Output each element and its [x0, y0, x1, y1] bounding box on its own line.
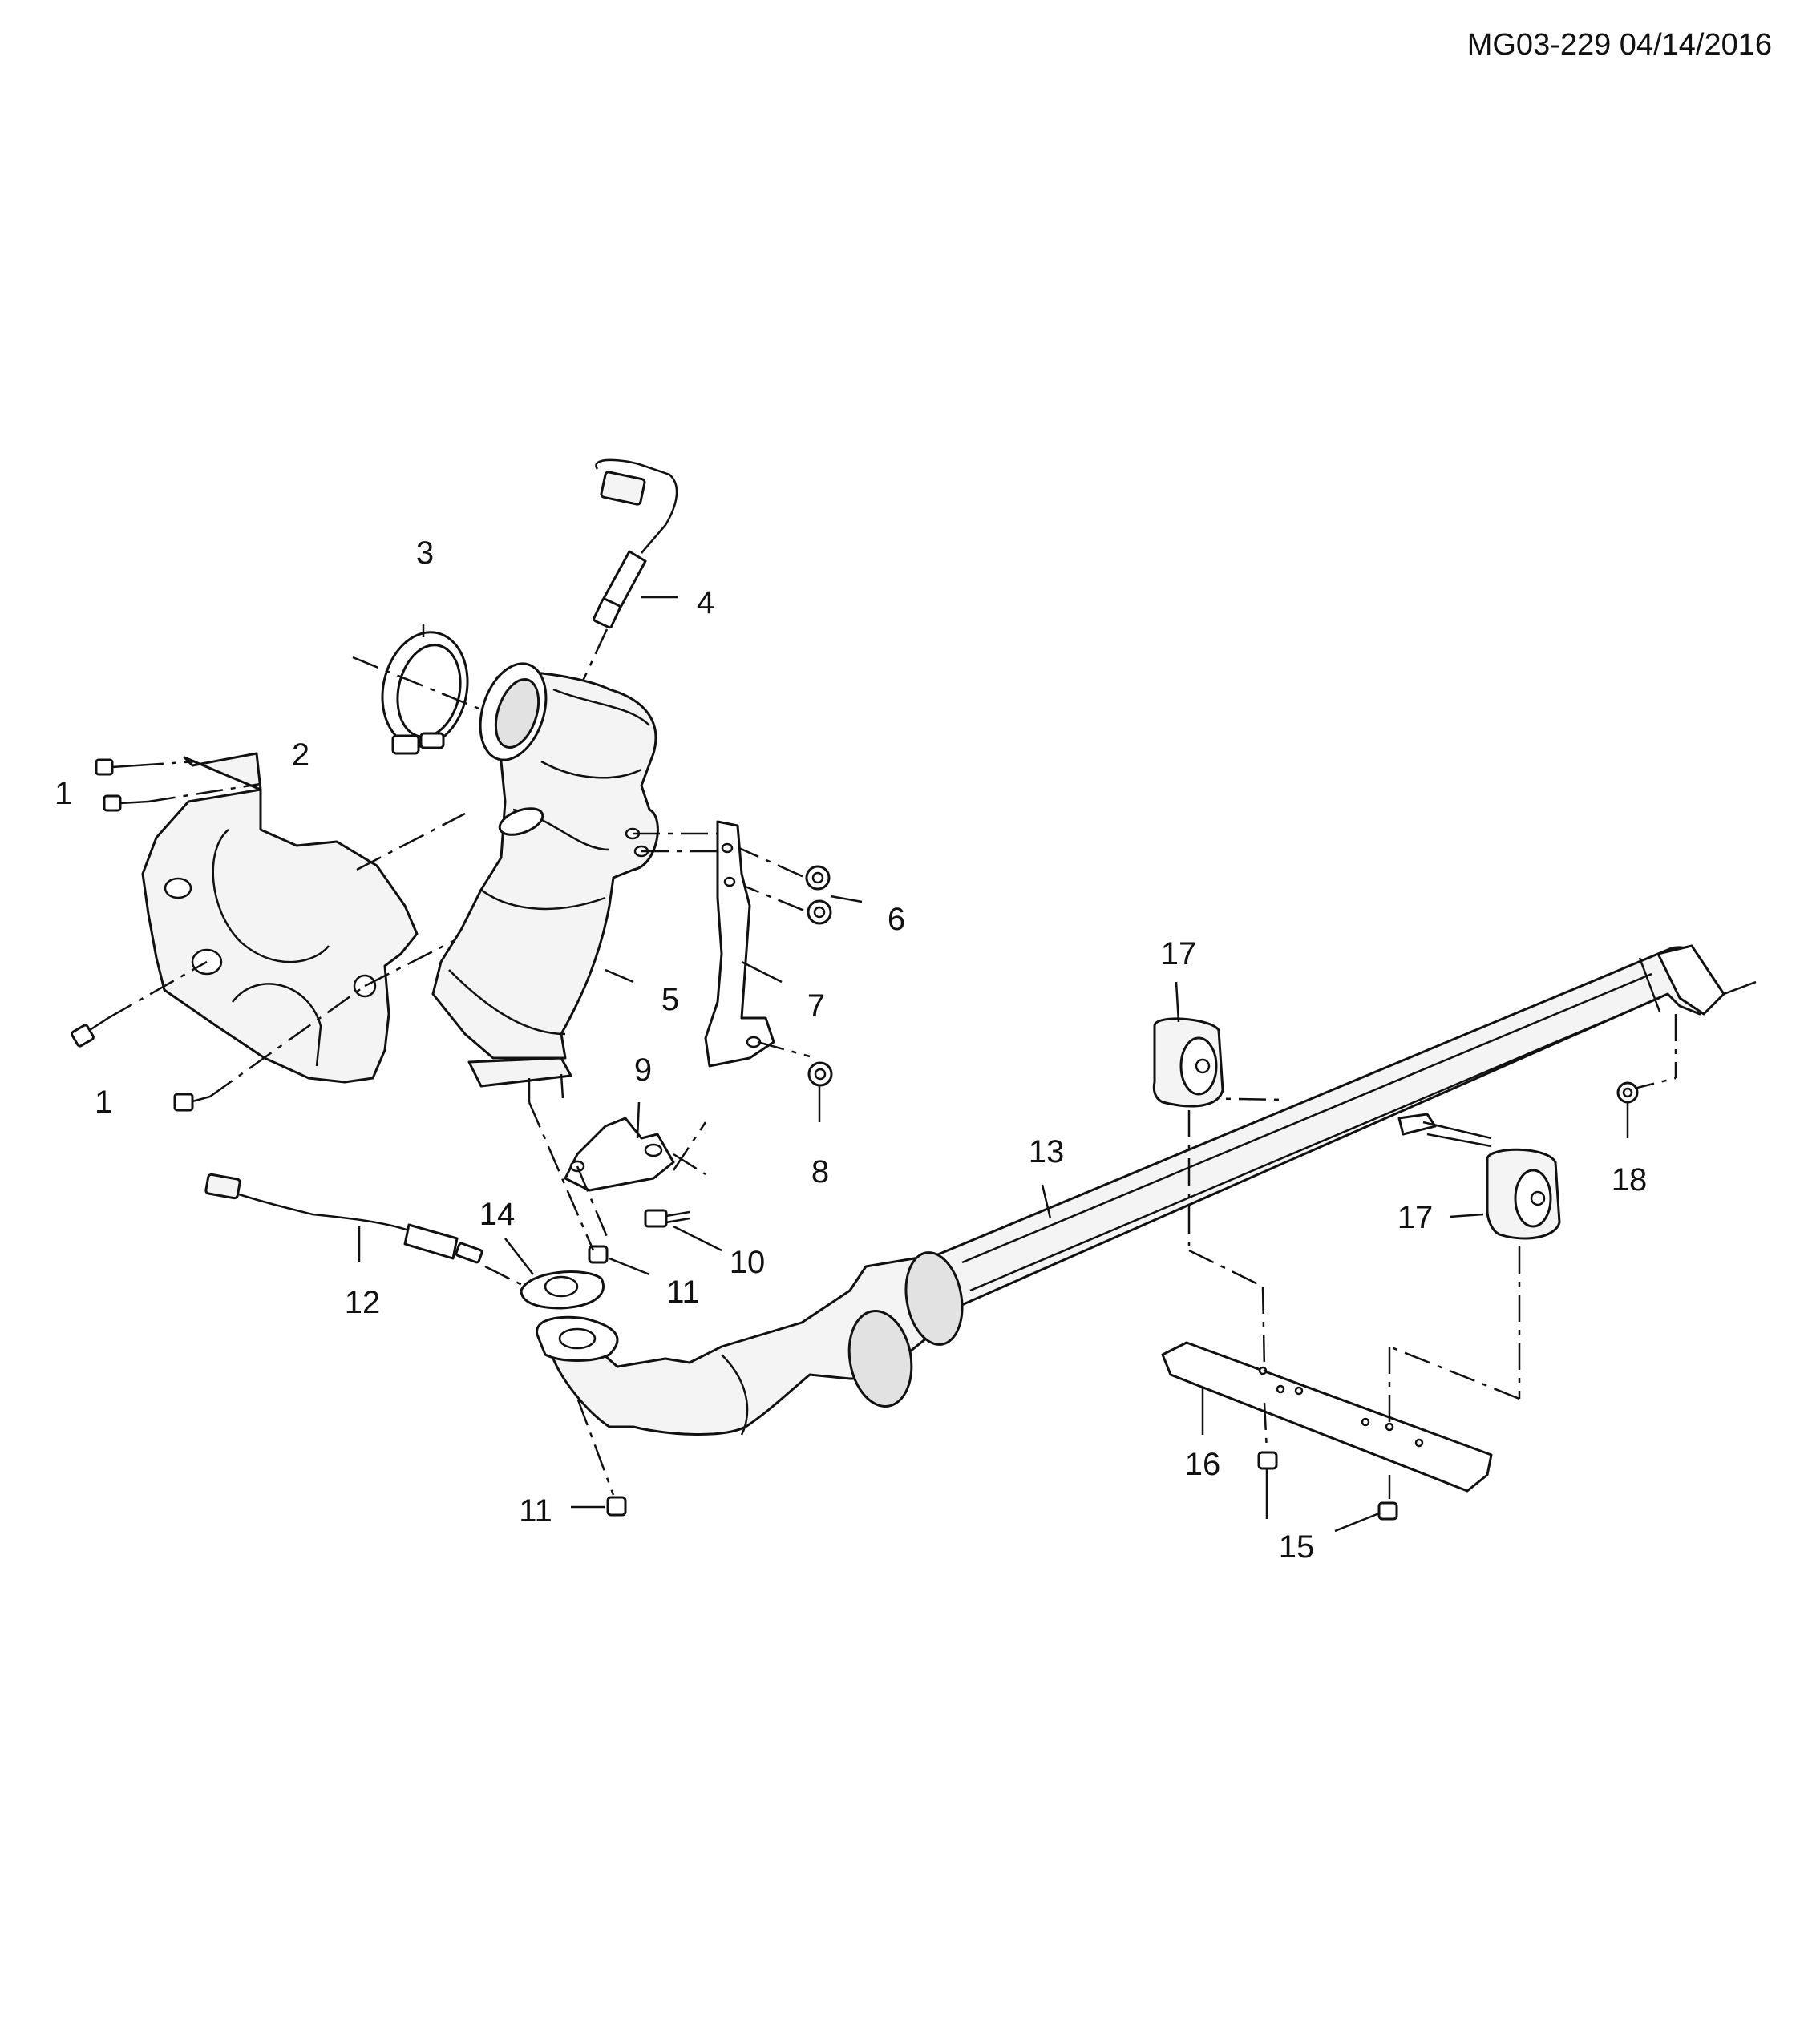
callout-2: 2 — [292, 737, 309, 773]
nut-8 — [807, 1061, 833, 1122]
upstream-oxygen-sensor — [593, 458, 678, 629]
callout-3: 3 — [416, 535, 434, 571]
exhaust-manifold-converter — [431, 662, 659, 1102]
diagram-reference: MG03-229 04/14/2016 — [1467, 28, 1772, 62]
callout-11-upper: 11 — [666, 1274, 700, 1310]
callout-10: 10 — [730, 1245, 766, 1280]
bolt-10 — [644, 1209, 722, 1252]
callout-16: 16 — [1185, 1447, 1221, 1482]
exhaust-pipe — [536, 944, 1757, 1436]
nut-6-upper — [805, 865, 831, 891]
hanger-17-upper — [1152, 981, 1224, 1108]
callout-14: 14 — [479, 1197, 516, 1232]
heat-shield — [141, 752, 419, 1084]
flange-gasket — [504, 1238, 605, 1310]
callout-5: 5 — [661, 982, 679, 1017]
exhaust-clamp — [381, 624, 469, 755]
nut-18 — [1616, 1081, 1639, 1138]
callout-6: 6 — [888, 902, 905, 937]
nut-6-lower — [807, 895, 863, 925]
nut-15-left — [1257, 1451, 1278, 1470]
callout-17-upper: 17 — [1161, 936, 1197, 972]
callout-18: 18 — [1612, 1162, 1648, 1198]
callout-4: 4 — [697, 585, 714, 620]
callout-17-lower: 17 — [1397, 1200, 1434, 1235]
callout-1-lower: 1 — [95, 1085, 112, 1120]
callout-12: 12 — [345, 1285, 381, 1320]
nut-11-upper — [588, 1245, 650, 1276]
callout-1-upper: 1 — [55, 776, 72, 811]
callout-8: 8 — [811, 1154, 829, 1190]
hanger-17-lower — [1449, 1148, 1561, 1240]
support-bracket — [704, 820, 783, 1068]
callout-15: 15 — [1279, 1529, 1315, 1565]
bolt-1-upper-a — [95, 758, 137, 776]
callout-13: 13 — [1029, 1134, 1065, 1169]
bolt-1-lower-b — [173, 1093, 211, 1112]
pipe-bracket — [564, 1101, 675, 1192]
callout-11-lower: 11 — [519, 1493, 552, 1529]
callout-9: 9 — [634, 1052, 652, 1088]
bolt-1-upper-b — [103, 794, 149, 812]
nut-11-lower — [571, 1496, 627, 1517]
nut-15-right — [1377, 1501, 1398, 1521]
bolt-1-lower-a — [71, 1016, 109, 1048]
support-plate — [1161, 1341, 1493, 1493]
callout-7: 7 — [807, 988, 825, 1024]
downstream-oxygen-sensor — [204, 1173, 483, 1264]
